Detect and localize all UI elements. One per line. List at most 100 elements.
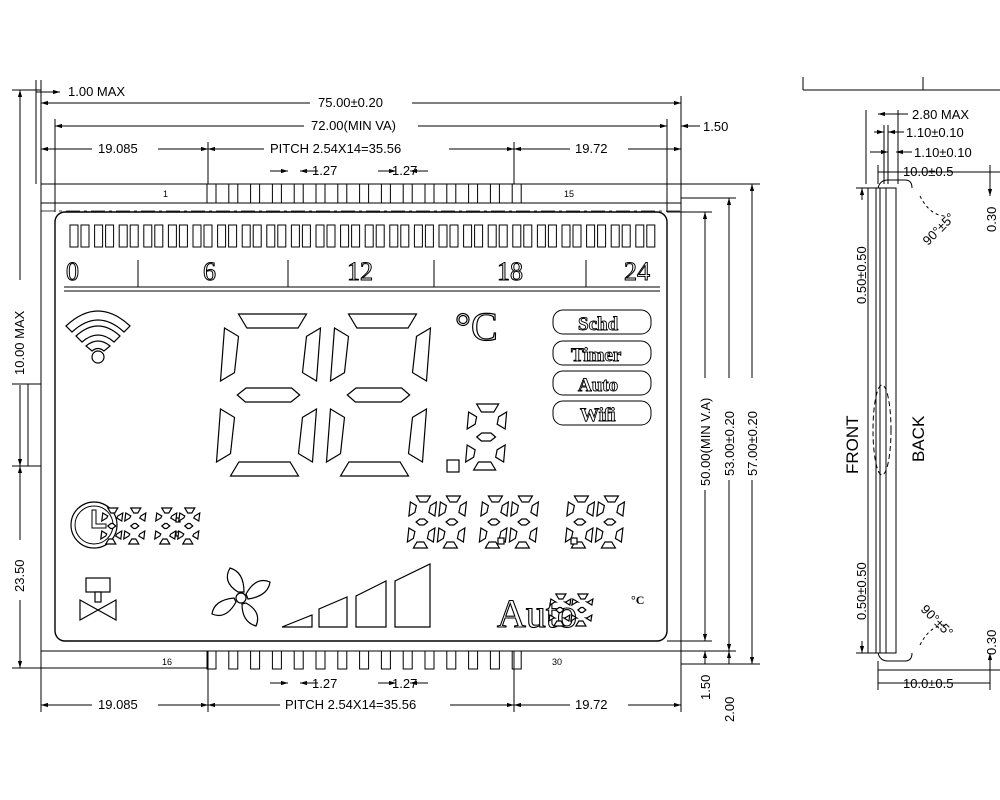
seven-segment-digit	[478, 495, 510, 549]
fan-icon	[211, 567, 271, 627]
label-schd: Schd	[578, 314, 619, 335]
digit-segment	[215, 407, 236, 464]
pin-bottom	[402, 650, 413, 670]
digit-segment	[554, 593, 567, 600]
digit-segment	[584, 597, 594, 606]
bar-segment	[290, 224, 300, 248]
bottom-dimensions: 1.27 1.27 19.085 PITCH 2.54X14=35.56 19.…	[40, 651, 682, 712]
wifi-icon	[65, 310, 131, 364]
seven-segment-digit	[464, 403, 508, 471]
seven-segment-digit	[406, 495, 438, 549]
pin-bottom	[271, 650, 282, 670]
timeline-axis: 0 6 12 18 24	[64, 257, 660, 292]
axis-label-24: 24	[624, 257, 650, 286]
digit-segment	[442, 541, 459, 549]
dim-left-offset-bottom: 19.085	[98, 697, 138, 712]
pin-label-1: 1	[163, 189, 168, 199]
bar-segment	[118, 224, 128, 248]
digit-segment	[114, 529, 123, 540]
pin-bottom	[293, 650, 304, 670]
digit-segment	[517, 495, 534, 503]
digit-segment	[168, 529, 177, 540]
digit-segment	[475, 432, 497, 442]
digit-segment	[594, 527, 604, 544]
bar-segment	[413, 224, 423, 248]
bar-segment	[178, 224, 188, 248]
bar-segment	[217, 224, 227, 248]
digit-segment	[301, 326, 322, 383]
digit-segment	[428, 500, 438, 517]
digit-segment	[549, 598, 559, 607]
digit-segment	[100, 530, 108, 541]
digit-segment	[494, 443, 506, 464]
pins-bottom	[206, 650, 522, 670]
bar-segment	[449, 224, 459, 248]
pin-bottom	[446, 650, 457, 670]
digit-segment	[528, 526, 538, 543]
pin-bottom	[337, 650, 348, 670]
digit-segment	[436, 527, 446, 544]
digit-segment	[554, 606, 565, 614]
digit-segment	[177, 530, 185, 541]
digit-segment	[158, 538, 171, 545]
digit-segment	[160, 507, 173, 514]
pin-top	[206, 183, 217, 204]
dim-left-offset-top: 19.085	[98, 141, 138, 156]
pin-top	[424, 183, 435, 204]
pin-bottom	[489, 650, 500, 670]
bar-segment	[635, 224, 645, 248]
bar-segment	[572, 224, 582, 248]
digit-segment	[480, 501, 490, 518]
small-unit: °C	[631, 593, 644, 607]
pin-bottom	[315, 650, 326, 670]
dim-side-t2: 1.10±0.10	[914, 145, 972, 160]
digit-segment	[573, 495, 590, 503]
dim-height-53: 53.00±0.20	[722, 411, 737, 476]
dim-angle-bottom: 90°±5°	[918, 602, 956, 640]
dim-side-width-top: 10.0±0.5	[903, 164, 954, 179]
digit-segment	[596, 501, 606, 518]
axis-label-6: 6	[203, 257, 216, 286]
digit-segment	[178, 512, 186, 523]
digit-segment	[458, 500, 468, 517]
digit-segment	[487, 518, 501, 526]
digit-segment	[124, 512, 132, 523]
digit-segment	[466, 410, 478, 431]
digit-segment	[411, 326, 432, 383]
pin-top	[359, 183, 370, 204]
bar-segment	[315, 224, 325, 248]
digit-segment	[325, 407, 346, 464]
dim-1-max: 1.00 MAX	[68, 84, 125, 99]
bar-segment	[94, 224, 104, 248]
digit-segment	[478, 527, 488, 544]
digit-segment	[438, 501, 448, 518]
pin-bottom	[511, 650, 522, 670]
dim-pin-spacing-bottom-2: 1.27	[392, 676, 417, 691]
pin-top	[337, 183, 348, 204]
digit-segment	[552, 620, 565, 627]
digit-segment	[106, 522, 117, 530]
label-timer: Timer	[571, 345, 622, 366]
pin-top	[402, 183, 413, 204]
dim-height-57: 57.00±0.20	[745, 411, 760, 476]
dim-side-030-top: 0.30	[984, 207, 999, 232]
axis-label-18: 18	[497, 257, 523, 286]
dim-bottom-gap: 1.50	[698, 675, 713, 700]
bar-segment	[498, 224, 508, 248]
seven-segment-digit	[594, 495, 626, 549]
bar-segment	[474, 224, 484, 248]
digit-segment	[574, 620, 587, 627]
digit-segment	[500, 500, 510, 517]
dim-min-va-width: 72.00(MIN VA)	[311, 118, 396, 133]
digit-segment	[548, 614, 558, 623]
bar-segment	[80, 224, 90, 248]
pin-top	[511, 183, 522, 204]
digit-segment	[169, 511, 178, 522]
bar-segment	[228, 224, 238, 248]
dim-lower-height: 23.50	[12, 559, 27, 592]
seven-segment-digit	[564, 495, 596, 549]
bar-segment	[301, 224, 311, 248]
digit-segment	[127, 538, 140, 545]
digit-segment	[573, 518, 587, 526]
